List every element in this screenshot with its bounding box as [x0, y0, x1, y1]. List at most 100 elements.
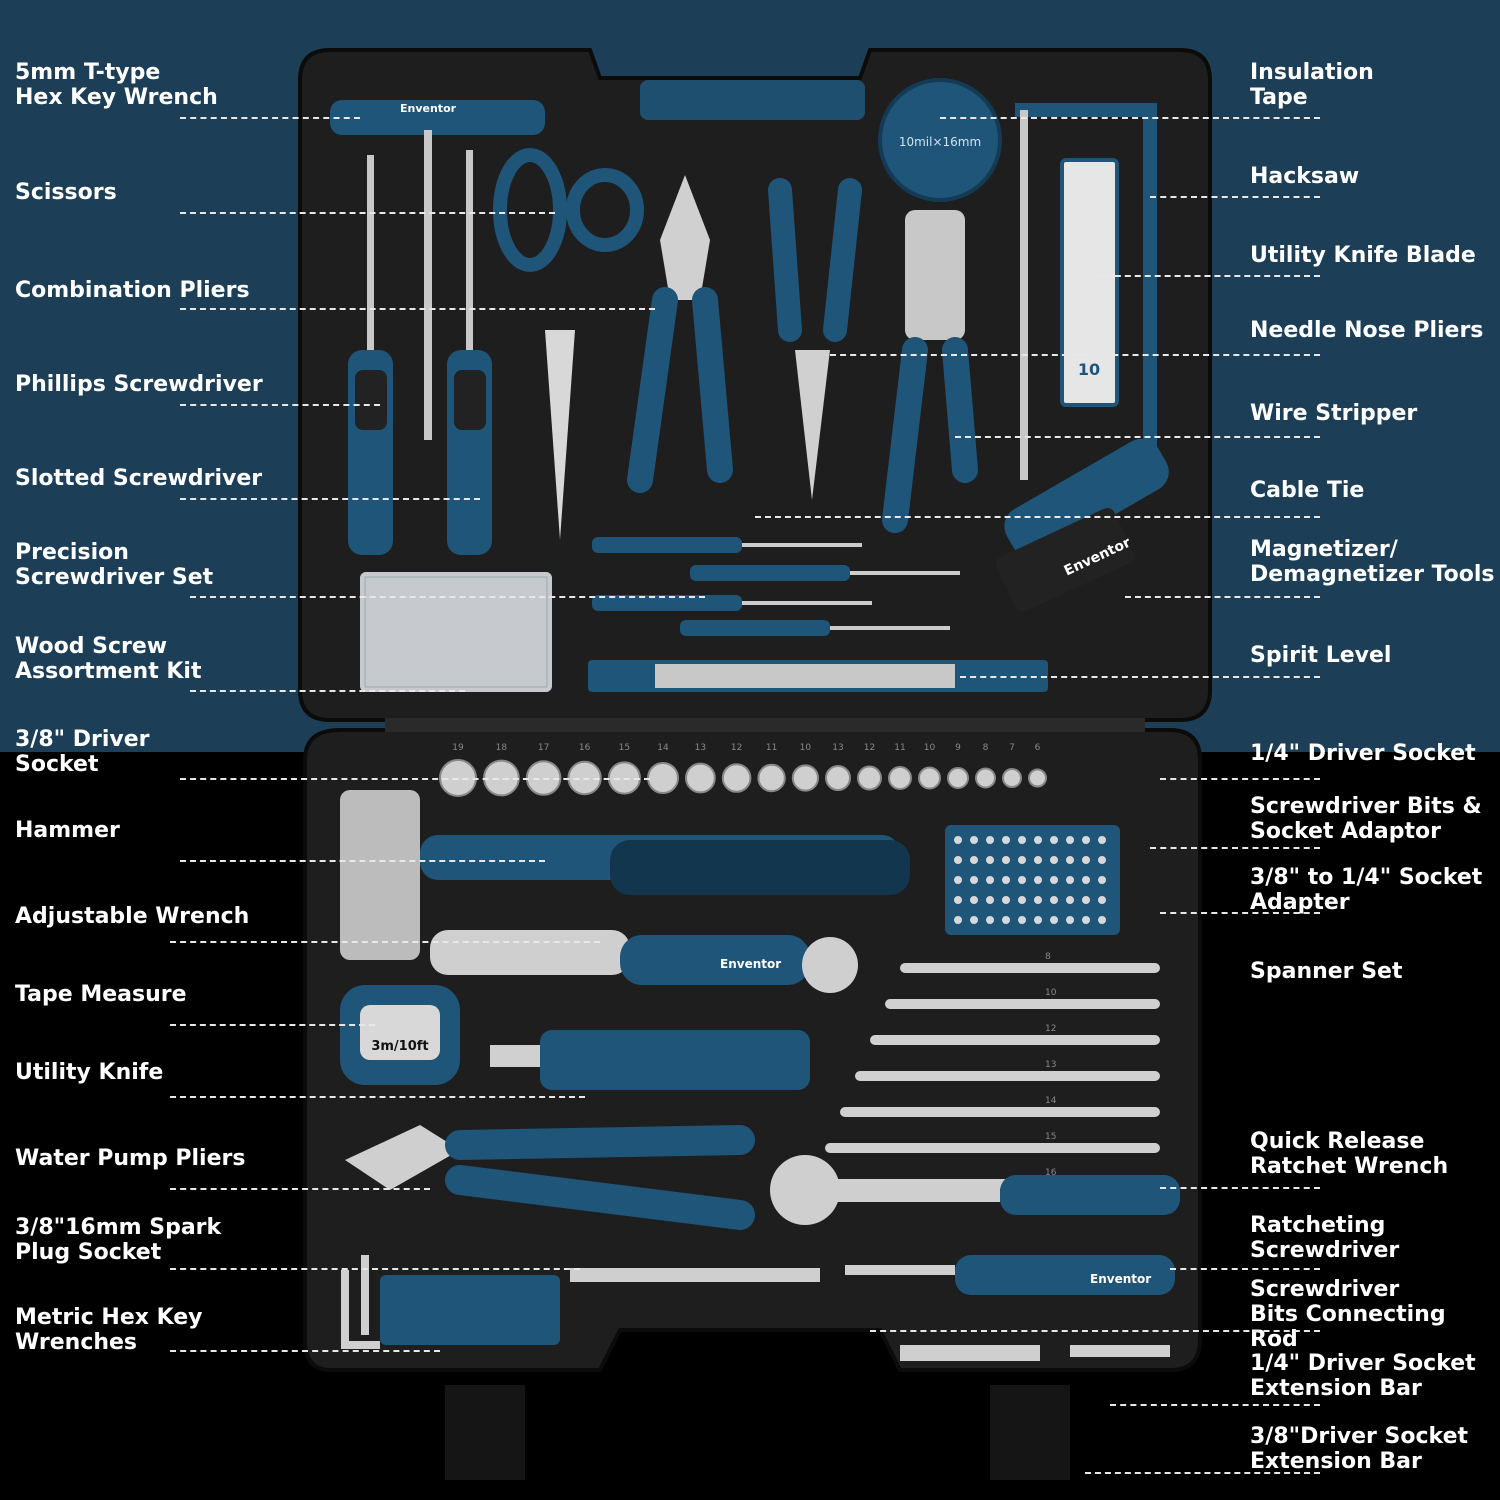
socket-size-label: 16 [579, 743, 591, 753]
screwdriver-bit [954, 836, 962, 844]
screwdriver-bit [954, 876, 962, 884]
label-insulation-tape: Insulation Tape [1250, 60, 1374, 110]
socket [483, 759, 520, 797]
hacksaw [1004, 103, 1169, 560]
socket [721, 763, 752, 793]
screwdriver-bit [1050, 896, 1058, 904]
spanner-size-label: 13 [1045, 1060, 1056, 1070]
wrench-brand: Enventor [720, 957, 781, 971]
spanner [885, 999, 1160, 1009]
label-wood-screw-kit: Wood Screw Assortment Kit [15, 634, 202, 684]
screwdriver-bit [1066, 856, 1074, 864]
screwdriver-bit [1050, 876, 1058, 884]
quick-release-ratchet [770, 1155, 1180, 1225]
screwdriver-bit [970, 876, 978, 884]
spanner-size-label: 12 [1045, 1024, 1056, 1034]
spirit-level-body [655, 664, 955, 688]
leader-wire-stripper [955, 436, 1320, 438]
leader-insulation-tape [940, 117, 1320, 119]
screwdriver-bit [1018, 856, 1026, 864]
leader-hacksaw [1150, 196, 1320, 198]
spanner [840, 1107, 1160, 1117]
label-spark-plug-socket: 3/8"16mm Spark Plug Socket [15, 1215, 222, 1265]
socket [888, 766, 912, 790]
socket-size-label: 18 [496, 743, 508, 753]
label-combination-pliers: Combination Pliers [15, 278, 250, 303]
socket-size-label: 7 [1009, 743, 1015, 753]
bits-connecting-rod [570, 1268, 820, 1282]
latch-left [445, 1385, 525, 1480]
screwdriver-bit [1018, 876, 1026, 884]
label-cable-tie: Cable Tie [1250, 478, 1365, 503]
latch-right [990, 1385, 1070, 1480]
leader-scissors [180, 212, 555, 214]
label-hammer: Hammer [15, 818, 120, 843]
driver-extension-bar-3-8 [900, 1345, 1040, 1361]
socket-size-label: 13 [695, 743, 706, 753]
spanner-size-label: 14 [1045, 1096, 1057, 1106]
leader-1-4-driver-socket [1160, 778, 1320, 780]
utility-knife [490, 1030, 810, 1090]
screwdriver-bit [1082, 876, 1090, 884]
screwdriver-bit [986, 836, 994, 844]
screwdriver-bit [1066, 836, 1074, 844]
label-scissors: Scissors [15, 180, 117, 205]
label-metric-hex-keys: Metric Hex Key Wrenches [15, 1305, 203, 1355]
label-tape-measure: Tape Measure [15, 982, 187, 1007]
scissors [493, 148, 644, 540]
phillips-screwdriver [348, 155, 393, 555]
tape-measure-size: 3m/10ft [371, 1039, 428, 1054]
socket [791, 764, 820, 792]
leader-wood-screw-kit [190, 690, 465, 692]
spanner [855, 1071, 1160, 1081]
screwdriver-bit [1034, 876, 1042, 884]
screwdriver-bits-tray [945, 825, 1120, 935]
label-utility-knife-blade: Utility Knife Blade [1250, 243, 1476, 268]
screwdriver-bit [970, 896, 978, 904]
leader-spark-plug-socket [170, 1268, 580, 1270]
socket-size-label: 14 [657, 743, 669, 753]
socket-size-label: 13 [832, 743, 843, 753]
socket-size-label: 9 [955, 743, 961, 753]
spanner [900, 963, 1160, 973]
screwdriver-bit [1098, 836, 1106, 844]
screwdriver-bit [1018, 896, 1026, 904]
screwdriver-bit [1082, 836, 1090, 844]
blade-count: 10 [1078, 360, 1100, 379]
leader-needle-nose-pliers [830, 354, 1320, 356]
socket-size-label: 10 [924, 743, 936, 753]
label-wire-stripper: Wire Stripper [1250, 401, 1418, 426]
label-hacksaw: Hacksaw [1250, 164, 1360, 189]
screwdriver-bit [1098, 896, 1106, 904]
label-precision-screwdriver-set: Precision Screwdriver Set [15, 540, 214, 590]
wire-stripper [882, 210, 978, 533]
leader-phillips-screwdriver [180, 404, 380, 406]
label-magnetizer: Magnetizer/ Demagnetizer Tools [1250, 537, 1495, 587]
screwdriver-bit [1018, 836, 1026, 844]
screwdriver-bit [1050, 856, 1058, 864]
screwdriver-bit [1034, 896, 1042, 904]
leader-combination-pliers [180, 308, 655, 310]
socket [1002, 768, 1022, 788]
leader-3-8-extension-bar [1085, 1472, 1320, 1474]
label-slotted-screwdriver: Slotted Screwdriver [15, 466, 263, 491]
screwdriver-bit [1066, 876, 1074, 884]
label-water-pump-pliers: Water Pump Pliers [15, 1146, 246, 1171]
label-3-8-extension-bar: 3/8"Driver Socket Extension Bar [1250, 1424, 1469, 1474]
socket [685, 762, 716, 794]
socket [857, 765, 882, 791]
screwdriver-bit [986, 856, 994, 864]
socket [825, 765, 851, 791]
leader-screwdriver-bits-adaptor [1150, 847, 1320, 849]
socket-size-label: 19 [452, 743, 464, 753]
leader-1-4-extension-bar [1110, 1404, 1320, 1406]
socket-size-label: 12 [731, 743, 742, 753]
t-hex-key-wrench: Enventor [330, 100, 545, 440]
screwdriver-bit [1002, 896, 1010, 904]
socket-size-label: 15 [619, 743, 630, 753]
socket-size-label: 17 [538, 743, 549, 753]
label-spanner-set: Spanner Set [1250, 959, 1403, 984]
tape-measure: 3m/10ft [340, 985, 460, 1085]
screwdriver-bit [1098, 916, 1106, 924]
label-ratcheting-screwdriver: Ratcheting Screwdriver [1250, 1213, 1400, 1263]
